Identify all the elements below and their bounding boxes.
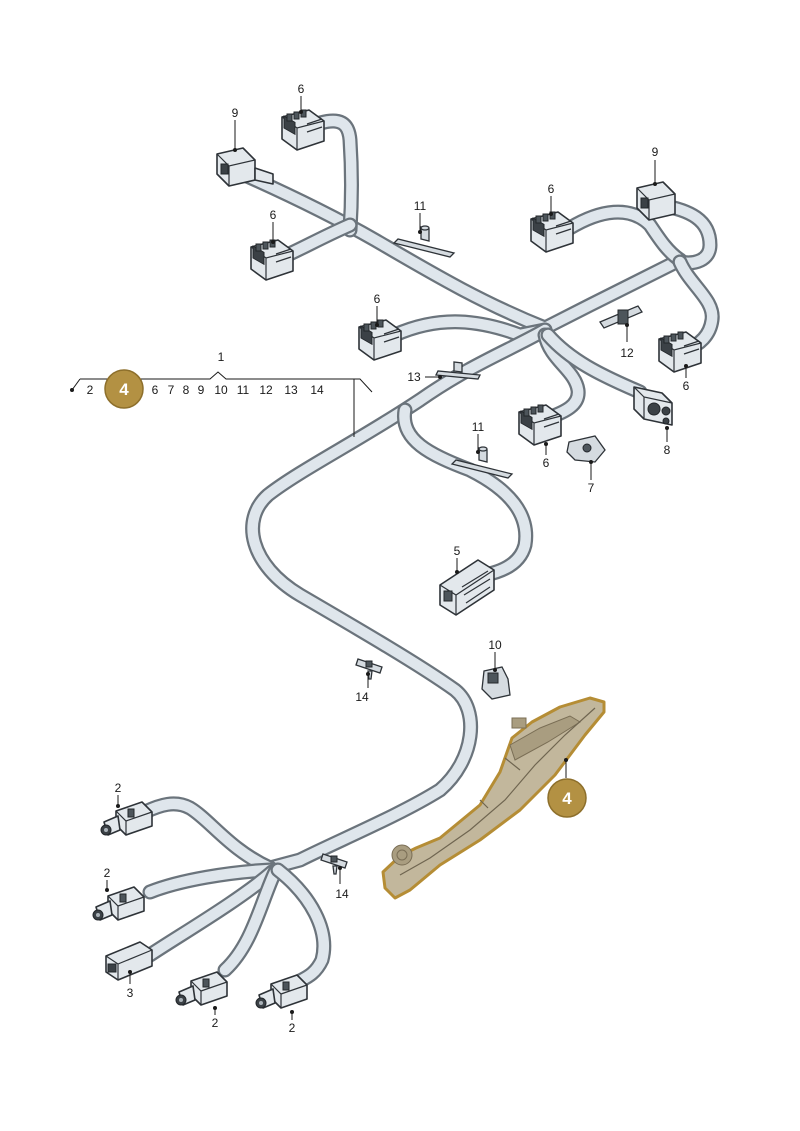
callout-6-center: 6 [543,456,550,470]
callout-12: 12 [620,346,634,360]
callout-6-right: 6 [683,379,690,393]
callout-14-low: 14 [335,887,349,901]
callout-6-top: 6 [298,82,305,96]
callout-9-left: 9 [232,106,239,120]
clip-14-mid [355,658,383,680]
group-highlight-badge: 4 [104,369,144,409]
connector-6-top [281,109,325,151]
callout-1: 1 [218,350,225,364]
connector-8 [633,386,673,426]
callout-2-d: 2 [289,1021,296,1035]
connector-9-left [216,147,274,187]
connector-5 [439,559,495,616]
group-row-item-7: 7 [168,383,175,397]
group-row-item-13: 13 [284,383,298,397]
connector-2-c [175,971,228,1006]
group-row-item-14: 14 [310,383,324,397]
group-row-item-8: 8 [183,383,190,397]
connector-6-left [250,239,294,281]
connector-2-a [100,801,153,836]
group-bracket [70,371,373,437]
connector-6-center [518,404,562,446]
clip-12 [599,305,643,329]
callout-6-mid: 6 [374,292,381,306]
connector-3 [105,941,153,981]
group-row-item-11: 11 [237,383,250,397]
callout-2-b: 2 [104,866,111,880]
connector-6-upper-right [530,211,574,253]
group-row-item-12: 12 [259,383,273,397]
clip-10 [481,666,511,700]
clip-7 [566,435,606,463]
callout-8: 8 [664,443,671,457]
svg-text:4: 4 [119,380,129,399]
group-row-item-9: 9 [198,383,205,397]
group-row-item-6: 6 [152,383,159,397]
callout-11-mid: 11 [472,420,485,434]
callout-2-a: 2 [115,781,122,795]
svg-text:4: 4 [562,789,572,808]
connector-6-mid [358,319,402,361]
connector-2-b [92,886,145,921]
callout-13: 13 [407,370,421,384]
group-row-item-10: 10 [214,383,228,397]
clip-14-low [320,853,348,875]
trim-panel-part-4 [381,696,606,900]
callout-5: 5 [454,544,461,558]
callout-leaders [105,96,688,1020]
group-row-item-2: 2 [87,383,94,397]
callout-2-c: 2 [212,1016,219,1030]
callout-6-left: 6 [270,208,277,222]
connector-2-d [255,974,308,1009]
part-4-badge: 4 [547,758,587,818]
connector-9-right [636,181,676,221]
callout-3: 3 [127,986,134,1000]
callout-14-mid: 14 [355,690,369,704]
callout-9-right: 9 [652,145,659,159]
callout-10: 10 [488,638,502,652]
callout-6-upper-right: 6 [548,182,555,196]
connector-6-right [658,331,702,373]
callout-7: 7 [588,481,595,495]
clip-13 [434,361,482,380]
callout-11-top: 11 [414,199,427,213]
